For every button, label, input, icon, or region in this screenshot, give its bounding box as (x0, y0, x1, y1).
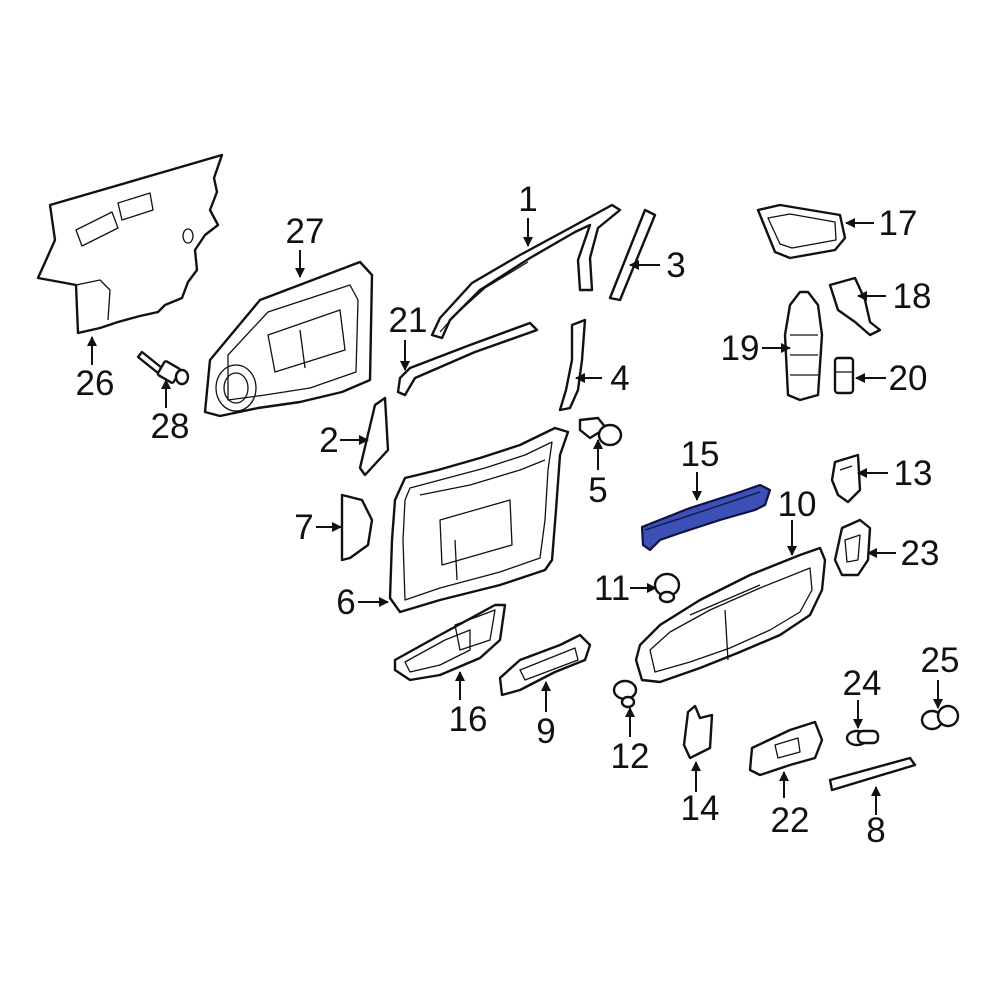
part-24-bulb (845, 729, 880, 747)
callout-1: 1 (518, 180, 537, 219)
part-17-switch-bezel (756, 203, 847, 260)
callout-numbers: 1 2 3 4 5 6 7 8 9 10 11 12 13 14 15 16 1… (76, 180, 960, 850)
part-14-bracket (682, 704, 714, 760)
part-1-window-channel (430, 203, 622, 340)
part-6-door-trim-panel (388, 426, 570, 614)
callout-13: 13 (894, 454, 933, 493)
callout-22: 22 (771, 801, 810, 840)
part-13-bracket (830, 453, 862, 504)
part-15-armrest-cover (640, 483, 772, 552)
part-9-pull-handle (498, 633, 592, 697)
part-8-trim-strip (828, 756, 917, 792)
callout-25: 25 (921, 641, 960, 680)
callout-24: 24 (843, 664, 882, 703)
part-11-clip (653, 572, 681, 604)
part-10-armrest-panel (634, 546, 827, 684)
callout-5: 5 (588, 471, 607, 510)
callout-16: 16 (449, 700, 488, 739)
part-4-trim-strip (558, 318, 587, 412)
part-19-switch-column (783, 290, 824, 402)
part-3-outer-strip (608, 208, 657, 302)
callout-15: 15 (681, 435, 720, 474)
callout-lines (87, 218, 943, 815)
part-2-corner-trim (358, 396, 390, 477)
callout-12: 12 (611, 737, 650, 776)
callout-27: 27 (286, 212, 325, 251)
part-20-switch (833, 356, 855, 395)
part-16-switch-bezel (393, 603, 507, 682)
callout-11: 11 (594, 569, 630, 608)
callout-20: 20 (889, 359, 928, 398)
part-22-lamp-housing (748, 720, 824, 777)
part-12-clip (612, 679, 638, 709)
callout-10: 10 (778, 485, 817, 524)
callout-4: 4 (610, 359, 629, 398)
part-25-socket (920, 704, 960, 731)
part-23-clip-housing (833, 518, 872, 577)
callout-21: 21 (389, 301, 428, 340)
callout-17: 17 (879, 204, 918, 243)
callout-23: 23 (901, 534, 940, 573)
callout-14: 14 (681, 789, 720, 828)
callout-26: 26 (76, 364, 115, 403)
part-7-mirror-cover (340, 493, 374, 562)
part-5-clip (578, 416, 623, 447)
callout-2: 2 (319, 421, 338, 460)
part-26-insulation-panel (36, 153, 224, 335)
callout-6: 6 (336, 583, 355, 622)
part-28-bolt (136, 350, 190, 386)
part-27-door-carrier (203, 260, 374, 418)
callout-18: 18 (893, 277, 932, 316)
part-18-window-switch (828, 276, 882, 337)
part-21-belt-molding (396, 321, 539, 397)
callout-19: 19 (721, 329, 760, 368)
callout-3: 3 (666, 246, 685, 285)
callout-9: 9 (536, 712, 555, 751)
callout-8: 8 (866, 811, 885, 850)
callout-7: 7 (294, 508, 313, 547)
callout-28: 28 (151, 407, 190, 446)
